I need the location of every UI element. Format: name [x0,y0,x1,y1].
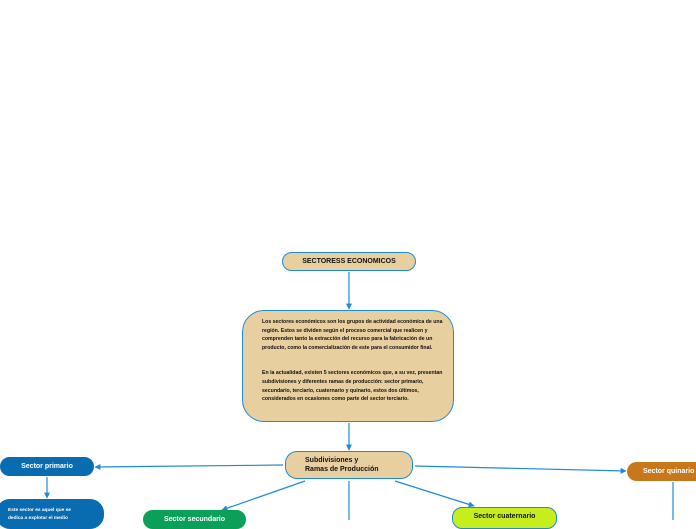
subdivisions-label-line2: Ramas de Producción [305,466,379,473]
primario-desc-line1: Este sector es aquel que se [8,508,71,513]
sector-primario-label: Sector primario [21,463,73,470]
subdivisions-label-line1: Subdivisiones y [305,457,359,464]
link-subdiv-to-primario [94,463,284,470]
root-node-label: SECTORESS ECONOMICOS [302,258,396,265]
link-subdiv-to-quinario [414,465,627,474]
description-paragraph-2: En la actualidad, existen 5 sectores eco… [262,370,443,403]
primario-desc-line2: dedica a explotar el medio [8,515,68,521]
description-paragraph-1: Los sectores económicos son los grupos d… [262,319,443,351]
sector-primario-node[interactable]: Sector primario [0,457,94,476]
link-subdiv-to-secundario [221,480,306,512]
description-node[interactable]: Los sectores económicos son los grupos d… [242,310,454,422]
sector-primario-description-node[interactable]: Este sector es aquel que se dedica a exp… [0,499,104,529]
sector-cuaternario-node[interactable]: Sector cuaternario [452,507,557,529]
sector-quinario-label: Sector quinario [643,468,695,475]
link-subdiv-to-cuaternario [394,480,475,508]
sector-cuaternario-label: Sector cuaternario [473,513,536,520]
sector-quinario-node[interactable]: Sector quinario [627,462,696,481]
subdivisions-label: Subdivisiones y Ramas de Producción [305,456,379,474]
root-node-sectores-economicos[interactable]: SECTORESS ECONOMICOS [282,252,416,271]
subdivisions-node[interactable]: Subdivisiones y Ramas de Producción [285,451,413,479]
